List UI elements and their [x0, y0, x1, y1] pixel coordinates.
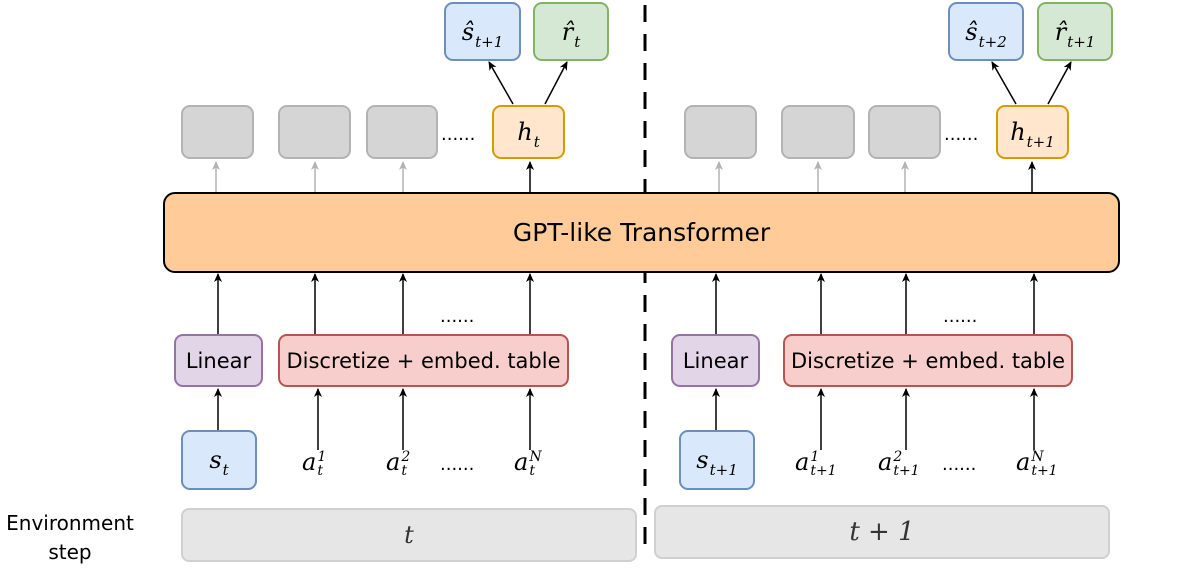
predicted-state-box: ŝt+1 [444, 2, 521, 61]
predicted-state-box: ŝt+2 [948, 2, 1024, 61]
embedding-ellipsis: ...... [440, 306, 475, 327]
environment-step-value: t [404, 521, 414, 549]
action-symbol: a [795, 448, 810, 476]
linear-label: Linear [682, 348, 749, 373]
hidden-state-subscript: t+1 [1026, 133, 1055, 151]
hidden-state-box: ht [492, 105, 565, 159]
hidden-state-box: ht+1 [996, 105, 1069, 159]
state-input-subscript: t+1 [709, 461, 738, 479]
environment-step-bar: t [181, 508, 637, 562]
predicted-reward-symbol: r̂ [561, 17, 574, 46]
state-input-subscript: t [222, 461, 229, 479]
action-superscript: N [1031, 449, 1044, 465]
state-input-box: st [181, 430, 257, 490]
action-subscript: t [529, 463, 535, 479]
hidden-state-symbol: h [517, 118, 533, 146]
hidden-state-symbol: h [1010, 118, 1026, 146]
state-input-symbol: s [696, 446, 709, 474]
action-subscript: t+1 [893, 463, 920, 479]
output-ellipsis: ...... [441, 124, 476, 145]
action-symbol: a [1016, 448, 1031, 476]
predicted-state-symbol: ŝ [461, 17, 475, 46]
action-superscript: 2 [893, 449, 903, 465]
predicted-reward-subscript: t [574, 32, 581, 51]
action-symbol: a [514, 448, 529, 476]
action-superscript: 1 [810, 449, 820, 465]
action-superscript: N [529, 449, 542, 465]
linear-box: Linear [174, 334, 263, 387]
output-token-box [181, 105, 254, 159]
output-token-box [278, 105, 351, 159]
environment-step-label: Environment step [6, 511, 134, 564]
action-superscript: 1 [317, 449, 327, 465]
state-input-symbol: s [209, 446, 222, 474]
discretize-box: Discretize + embed. table [783, 334, 1073, 387]
action-ellipsis: ...... [440, 454, 475, 475]
action-symbol: a [302, 448, 317, 476]
action-symbol: a [878, 448, 893, 476]
discretize-label: Discretize + embed. table [790, 348, 1066, 373]
action-subscript: t+1 [810, 463, 837, 479]
output-token-box [868, 105, 941, 159]
environment-step-bar: t + 1 [654, 505, 1110, 559]
output-token-box [366, 105, 438, 159]
transformer-block: GPT-like Transformer [163, 192, 1120, 273]
action-ellipsis: ...... [942, 454, 977, 475]
output-token-box [684, 105, 757, 159]
predicted-state-subscript: t+2 [978, 32, 1007, 51]
hidden-state-subscript: t [533, 133, 540, 151]
transformer-label: GPT-like Transformer [512, 218, 771, 247]
linear-label: Linear [185, 348, 252, 373]
environment-step-value: t + 1 [849, 517, 915, 547]
predicted-reward-box: r̂t [533, 2, 609, 61]
predicted-state-subscript: t+1 [475, 32, 504, 51]
action-subscript: t [401, 463, 407, 479]
action-symbol: a [386, 448, 401, 476]
output-ellipsis: ...... [944, 124, 979, 145]
predicted-state-symbol: ŝ [965, 17, 978, 46]
embedding-ellipsis: ...... [943, 306, 978, 327]
state-input-box: st+1 [679, 430, 755, 490]
predicted-reward-symbol: r̂ [1054, 17, 1067, 46]
action-superscript: 2 [401, 449, 411, 465]
output-token-box [781, 105, 855, 159]
action-subscript: t+1 [1031, 463, 1058, 479]
discretize-label: Discretize + embed. table [286, 348, 561, 373]
predicted-reward-subscript: t+1 [1067, 32, 1096, 51]
linear-box: Linear [671, 334, 760, 387]
predicted-reward-box: r̂t+1 [1037, 2, 1113, 61]
discretize-box: Discretize + embed. table [278, 334, 569, 387]
action-subscript: t [317, 463, 323, 479]
